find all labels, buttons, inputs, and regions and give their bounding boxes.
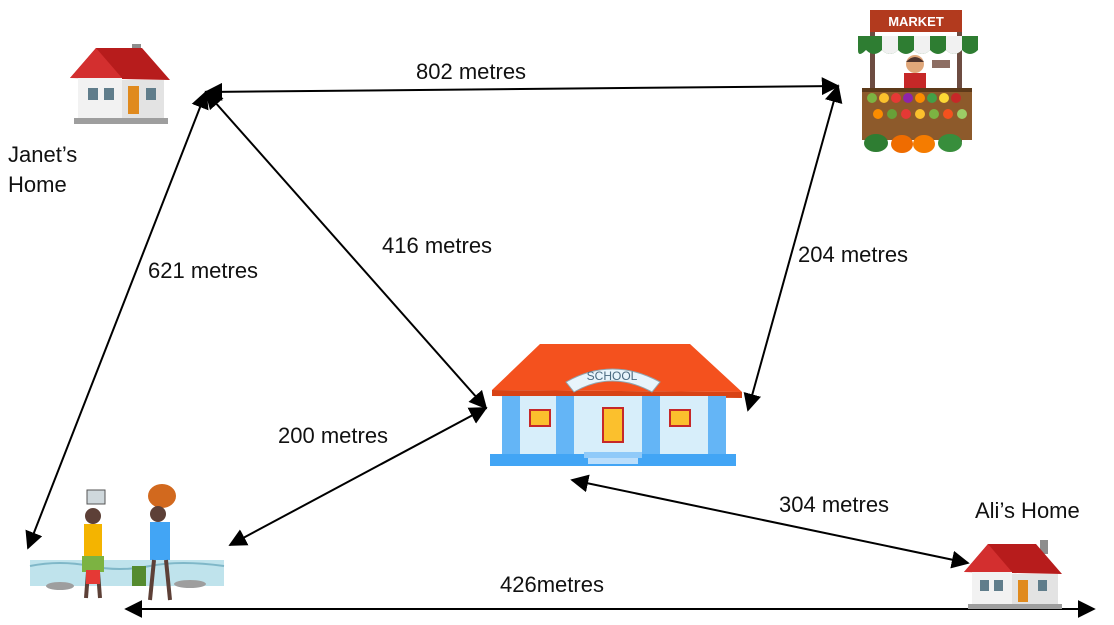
school-building-icon: SCHOOL xyxy=(490,344,742,466)
distance-river-ali: 426metres xyxy=(500,572,604,597)
janet-home-icon xyxy=(70,44,170,124)
janet-home-label: Janet’s Home xyxy=(8,142,83,197)
distance-school-ali: 304 metres xyxy=(779,492,889,517)
water-carriers-icon xyxy=(29,484,225,601)
arrow-janet-school xyxy=(204,90,488,410)
arrow-janet-market xyxy=(204,77,840,101)
ali-home-label: Ali’s Home xyxy=(975,498,1080,523)
janet-home-label-line1: Janet’s xyxy=(8,142,77,167)
distance-market-school: 204 metres xyxy=(798,242,908,267)
arrow-school-ali xyxy=(570,474,970,569)
distance-river-school: 200 metres xyxy=(278,423,388,448)
market-stall-icon: MARKET xyxy=(858,10,978,153)
arrow-market-school xyxy=(743,84,843,412)
arrow-janet-river xyxy=(25,90,209,550)
arrow-river-school xyxy=(228,407,488,546)
school-sign-text: SCHOOL xyxy=(587,369,638,383)
distance-janet-school: 416 metres xyxy=(382,233,492,258)
distance-janet-market: 802 metres xyxy=(416,59,526,84)
janet-home-label-line2: Home xyxy=(8,172,67,197)
ali-home-icon xyxy=(964,540,1062,609)
market-sign-text: MARKET xyxy=(888,14,944,29)
distance-janet-river: 621 metres xyxy=(148,258,258,283)
